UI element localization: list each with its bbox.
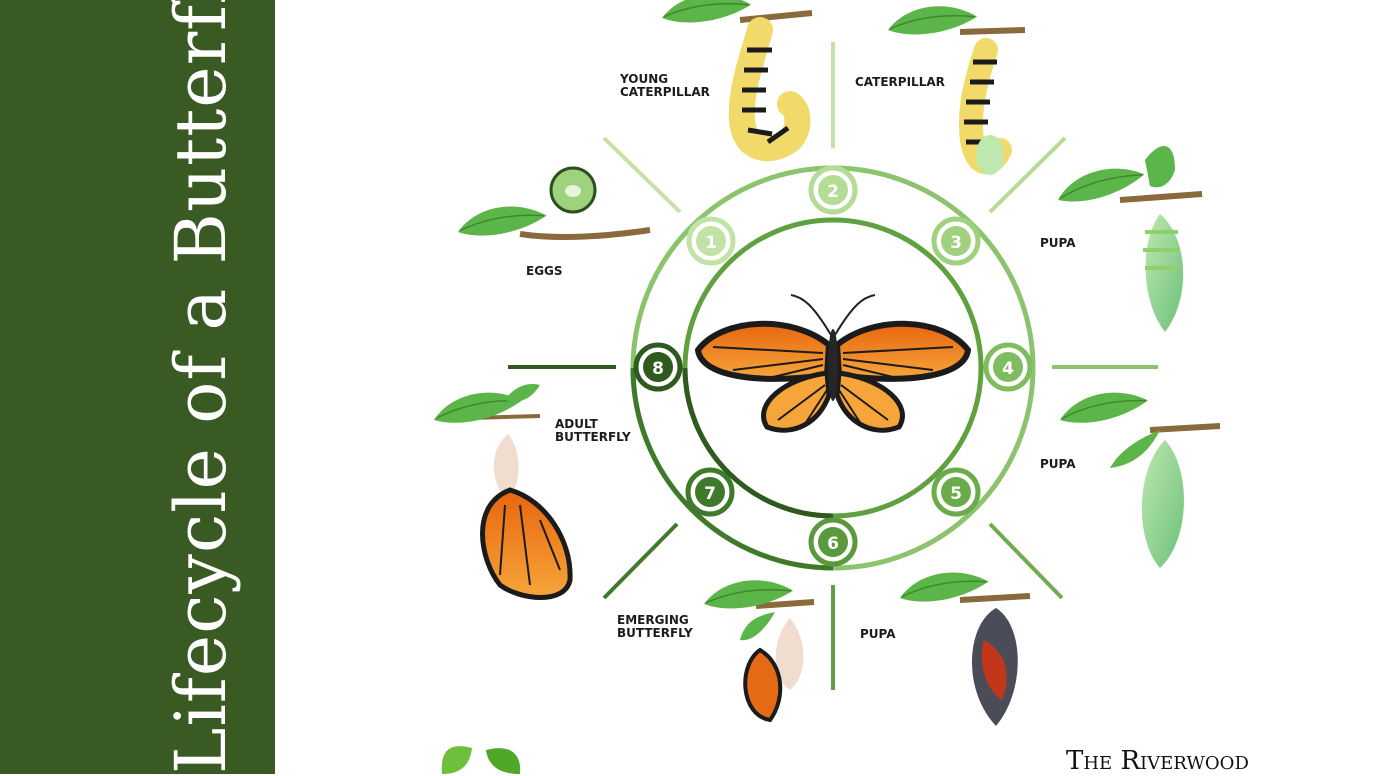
step-badge-4: 4 bbox=[983, 342, 1033, 392]
sprout-logo bbox=[441, 746, 521, 774]
stage-label-pupa-3: PUPA bbox=[860, 627, 896, 641]
caterpillar-illustration bbox=[885, 1, 1026, 175]
step-number: 1 bbox=[705, 233, 717, 253]
step-number: 7 bbox=[704, 484, 716, 504]
stage-label-pupa-2: PUPA bbox=[1040, 457, 1076, 471]
young-caterpillar-illustration bbox=[659, 0, 813, 162]
step-badge-5: 5 bbox=[931, 467, 981, 517]
sidebar-panel: Lifecycle of a Butterfly bbox=[0, 0, 275, 774]
step-badge-7: 7 bbox=[685, 467, 735, 517]
step-badge-6: 6 bbox=[808, 517, 858, 567]
step-number: 2 bbox=[827, 182, 839, 202]
pupa-illustration-2 bbox=[1056, 385, 1221, 568]
step-number: 8 bbox=[652, 359, 664, 379]
step-badge-2: 2 bbox=[808, 165, 858, 215]
adult-butterfly-illustration bbox=[430, 383, 573, 600]
step-badge-8: 8 bbox=[633, 342, 683, 392]
emerging-butterfly-illustration bbox=[701, 575, 815, 723]
pupa-illustration-1 bbox=[1052, 146, 1203, 332]
step-badge-1: 1 bbox=[686, 216, 736, 266]
stage-label-eggs: EGGS bbox=[526, 264, 563, 278]
divider-lines bbox=[508, 42, 1158, 690]
stage-label-caterpillar: CATERPILLAR bbox=[855, 75, 945, 89]
stage-label-pupa-1: PUPA bbox=[1040, 236, 1076, 250]
butterfly-illustration bbox=[694, 294, 972, 433]
step-badge-3: 3 bbox=[931, 216, 981, 266]
pupa-illustration-3 bbox=[896, 566, 1031, 726]
step-number: 6 bbox=[827, 534, 839, 554]
eggs-illustration bbox=[454, 166, 651, 241]
brand-name: The Riverwood bbox=[1066, 746, 1249, 776]
step-number: 5 bbox=[950, 484, 962, 504]
step-number: 3 bbox=[950, 233, 962, 253]
step-number: 4 bbox=[1002, 359, 1014, 379]
